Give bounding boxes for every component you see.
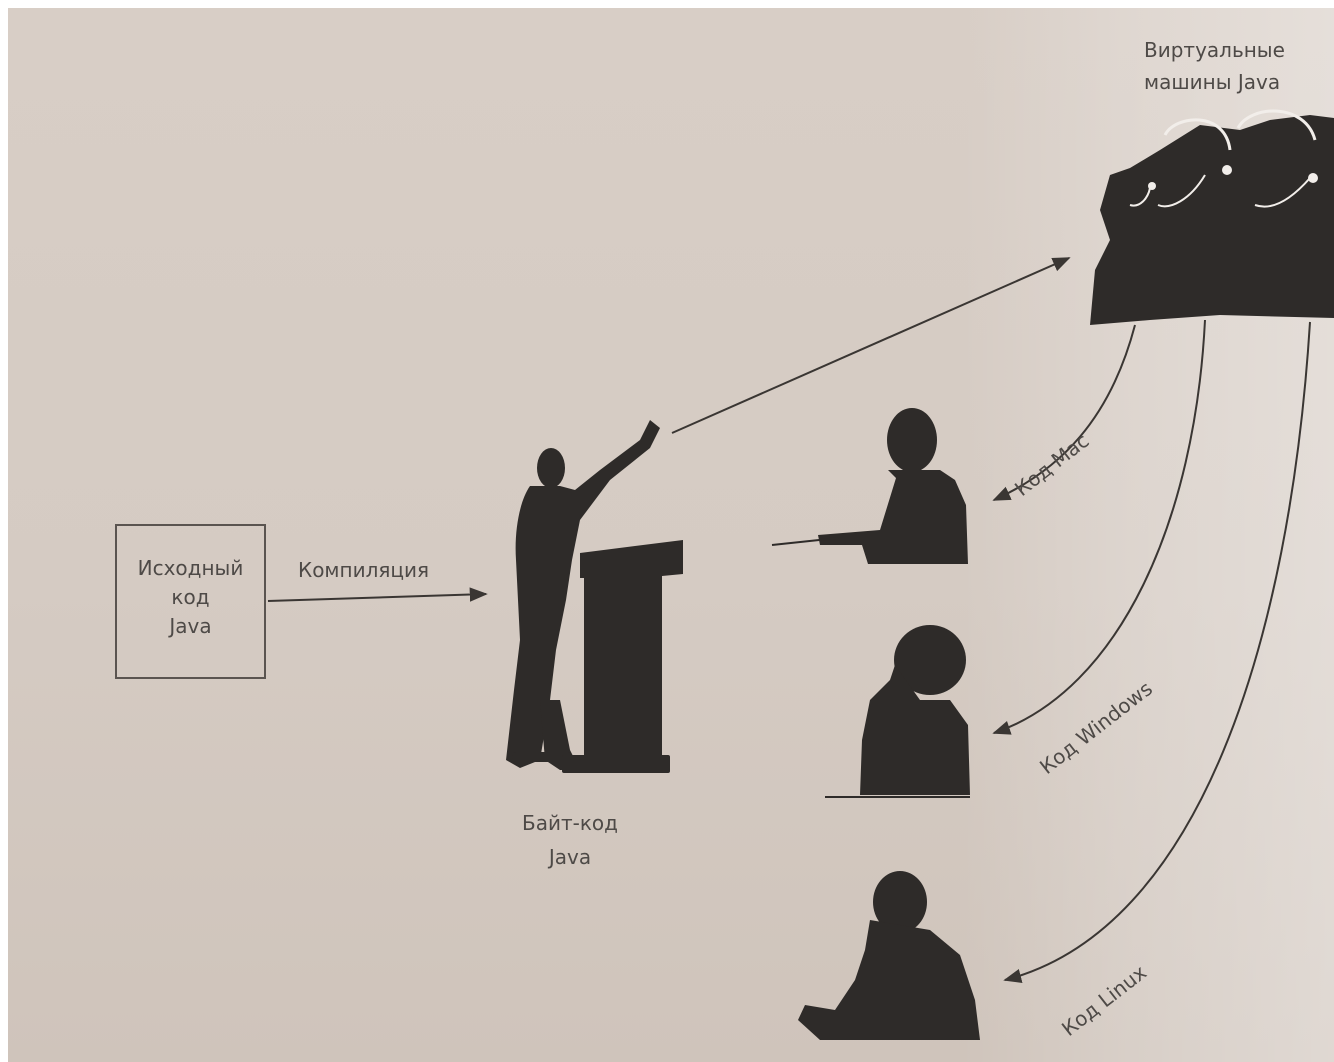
source-code-line-2: код [171, 585, 210, 609]
bytecode-line-1: Байт-код [522, 811, 618, 835]
compile-label: Компиляция [298, 558, 430, 582]
presenter-silhouette [506, 420, 660, 770]
jvm-group-silhouette [1090, 109, 1334, 325]
listener-linux-silhouette [798, 871, 980, 1040]
jvm-line-1: Виртуальные [1144, 38, 1285, 62]
compile-arrow [267, 587, 488, 602]
source-code-label: Исходный код Java [117, 554, 264, 641]
source-code-box: Исходный код Java [115, 524, 266, 679]
source-code-line-1: Исходный [137, 556, 244, 580]
linux-code-arrow [1003, 321, 1311, 983]
listener-mac-silhouette [771, 408, 968, 564]
source-code-line-3: Java [169, 614, 212, 638]
bytecode-line-2: Java [548, 845, 592, 869]
jvm-label: Виртуальные машины Java [1144, 34, 1285, 98]
page-edge-left [0, 0, 8, 1062]
podium [562, 540, 683, 773]
bytecode-label: Байт-код Java [510, 806, 630, 874]
mac-code-arrow [992, 324, 1136, 501]
windows-code-arrow [992, 319, 1206, 735]
listener-windows-silhouette [825, 625, 970, 798]
page-edge-top [0, 0, 1334, 8]
bytecode-to-jvm-arrow [671, 257, 1071, 434]
jvm-line-2: машины Java [1144, 70, 1281, 94]
